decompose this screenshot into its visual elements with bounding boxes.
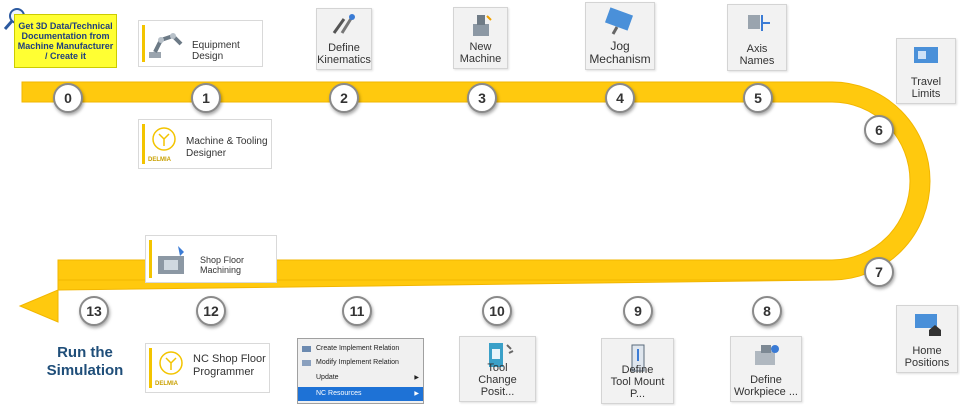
road-bottom-lane <box>18 279 833 323</box>
menu-item-label: Update <box>316 374 339 381</box>
machine-tooling-label-2: Designer <box>186 148 227 159</box>
tool-change-command[interactable]: Tool Change Posit... <box>459 336 536 402</box>
define-kinematics-command[interactable]: Define Kinematics <box>316 8 372 70</box>
note-line-4: / Create it <box>44 51 86 61</box>
equipment-design-app[interactable]: Equipment Design <box>138 20 263 67</box>
app-accent-bar <box>149 348 152 388</box>
robot-arm-icon <box>149 33 183 58</box>
new-machine-label-2: Machine <box>459 53 502 65</box>
workpiece-label-2: Workpiece ... <box>734 386 798 398</box>
travel-limits-command[interactable]: Travel Limits <box>896 38 956 104</box>
step-0: 0 <box>53 83 83 113</box>
new-machine-command[interactable]: New Machine <box>453 7 508 69</box>
jog-label-2: Mechanism <box>589 52 651 66</box>
define-workpiece-command[interactable]: Define Workpiece ... <box>730 336 802 402</box>
home-label-1: Home <box>912 345 942 357</box>
step-9: 9 <box>623 296 653 326</box>
travel-limits-icon <box>914 47 938 63</box>
tool-mount-label-1: Define <box>621 364 654 376</box>
submenu-arrow-icon: ▶ <box>414 375 419 381</box>
brand-label: DELMIA <box>148 157 171 163</box>
machine-tooling-label-1: Machine & Tooling <box>186 136 268 147</box>
app-accent-bar <box>149 240 152 278</box>
source-data-note: Get 3D Data/Technical Documentation from… <box>14 14 117 68</box>
new-machine-icon <box>472 15 492 36</box>
travel-limits-label-2: Limits <box>911 88 941 100</box>
home-label-2: Positions <box>904 357 950 369</box>
menu-item-label: Create Implement Relation <box>316 345 400 352</box>
app-accent-bar <box>142 124 145 164</box>
step-12: 12 <box>196 296 226 326</box>
kinematics-icon <box>332 14 355 34</box>
tool-mount-label-2: Tool Mount P... <box>610 376 665 400</box>
workpiece-icon <box>755 345 779 365</box>
nc-label-2: Programmer <box>193 366 255 378</box>
step-5: 5 <box>743 83 773 113</box>
menu-item-label: NC Resources <box>316 390 362 397</box>
note-line-2: Documentation from <box>21 31 110 41</box>
tool-change-label-1: Tool <box>487 362 508 374</box>
axis-names-label-2: Names <box>739 55 775 67</box>
menu-item-create-implement[interactable]: Create Implement Relation <box>298 342 423 356</box>
tool-change-icon <box>488 343 513 367</box>
step-6: 6 <box>864 115 894 145</box>
jog-mechanism-command[interactable]: Jog Mechanism <box>585 2 655 70</box>
app-accent-bar <box>142 25 145 62</box>
menu-item-nc-resources[interactable]: NC Resources ▶ <box>298 387 423 401</box>
new-machine-label-1: New <box>469 41 492 53</box>
tool-mount-icon <box>631 344 644 372</box>
step-13: 13 <box>79 296 109 326</box>
shop-floor-icon <box>158 246 184 274</box>
axis-names-icon <box>748 15 770 31</box>
link-icon <box>302 346 311 352</box>
note-line-3: Machine Manufacturer <box>17 41 114 51</box>
step-8: 8 <box>752 296 782 326</box>
define-tool-mount-command[interactable]: Define Tool Mount P... <box>601 338 674 404</box>
tool-change-label-2: Change Posit... <box>478 374 517 398</box>
travel-limits-label-1: Travel <box>910 76 942 88</box>
edit-link-icon <box>302 360 311 366</box>
run-line-1: Run the <box>57 344 113 361</box>
shop-floor-label: Shop Floor Machining <box>200 255 245 275</box>
context-menu: Create Implement Relation Modify Impleme… <box>297 338 424 404</box>
kinematics-label-1: Define <box>328 42 360 54</box>
shop-floor-machining-app[interactable]: Shop Floor Machining <box>145 235 277 283</box>
step-2: 2 <box>329 83 359 113</box>
note-line-1: Get 3D Data/Technical <box>18 21 113 31</box>
step-1: 1 <box>191 83 221 113</box>
nc-shop-floor-label: NC Shop Floor Programmer <box>193 353 266 379</box>
equipment-design-label: Equipment Design <box>192 40 240 62</box>
submenu-arrow-icon: ▶ <box>414 391 419 397</box>
step-7: 7 <box>864 257 894 287</box>
menu-item-modify-implement[interactable]: Modify Implement Relation <box>298 356 423 370</box>
step-3: 3 <box>467 83 497 113</box>
run-simulation-label: Run the Simulation <box>40 344 130 380</box>
menu-item-label: Modify Implement Relation <box>316 359 399 366</box>
axis-names-command[interactable]: Axis Names <box>727 4 787 71</box>
menu-item-update[interactable]: Update ▶ <box>298 371 423 385</box>
home-positions-icon <box>915 314 941 336</box>
delmia-logo-icon <box>152 127 176 151</box>
step-11: 11 <box>342 296 372 326</box>
jog-label-1: Jog <box>610 39 630 53</box>
step-4: 4 <box>605 83 635 113</box>
delmia-logo-icon <box>159 351 183 375</box>
workpiece-label-1: Define <box>750 374 782 386</box>
axis-names-label-1: Axis <box>746 43 768 55</box>
home-positions-command[interactable]: Home Positions <box>896 305 958 373</box>
run-line-2: Simulation <box>46 362 124 379</box>
step-10: 10 <box>482 296 512 326</box>
brand-label: DELMIA <box>155 381 178 387</box>
jog-mechanism-icon <box>604 7 634 35</box>
machine-tooling-label: Machine & Tooling Designer <box>186 136 268 160</box>
nc-shop-floor-programmer-app[interactable]: DELMIA NC Shop Floor Programmer <box>145 343 270 393</box>
kinematics-label-2: Kinematics <box>317 54 371 66</box>
nc-label-1: NC Shop Floor <box>193 353 266 365</box>
machine-tooling-designer-app[interactable]: DELMIA Machine & Tooling Designer <box>138 119 272 169</box>
